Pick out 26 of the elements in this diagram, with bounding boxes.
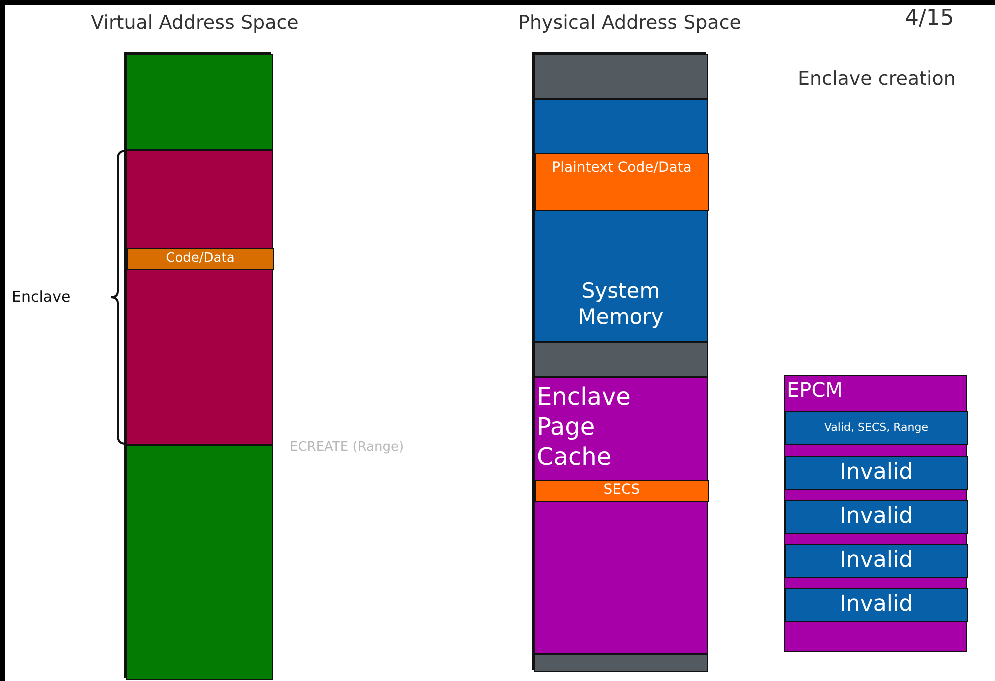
memory-region	[534, 377, 708, 654]
bracket-label: Enclave	[12, 288, 71, 306]
memory-region	[126, 150, 273, 445]
memory-region: Valid, SECS, Range	[785, 411, 968, 445]
memory-region: Invalid	[785, 588, 968, 622]
region-label: EPCM	[787, 378, 844, 403]
instruction-label: ECREATE (Range)	[290, 440, 404, 455]
memory-region: Invalid	[785, 456, 968, 490]
memory-region	[534, 654, 708, 672]
memory-region	[126, 54, 273, 150]
memory-region: Invalid	[785, 500, 968, 534]
slide-heading: Enclave creation	[798, 68, 956, 90]
memory-region: Plaintext Code/Data	[535, 153, 709, 211]
memory-region	[126, 445, 273, 680]
memory-region: Invalid	[785, 544, 968, 578]
memory-region	[534, 99, 708, 342]
region-label: Enclave Page Cache	[537, 382, 632, 472]
memory-region	[534, 54, 708, 99]
page-number: 4/15	[905, 6, 954, 31]
region-label: System Memory	[577, 278, 665, 330]
memory-region: SECS	[535, 480, 709, 502]
memory-region	[784, 375, 967, 652]
memory-region	[534, 342, 708, 377]
column-heading: Physical Address Space	[518, 12, 742, 34]
memory-region: Code/Data	[127, 248, 274, 270]
column-heading: Virtual Address Space	[90, 12, 300, 34]
